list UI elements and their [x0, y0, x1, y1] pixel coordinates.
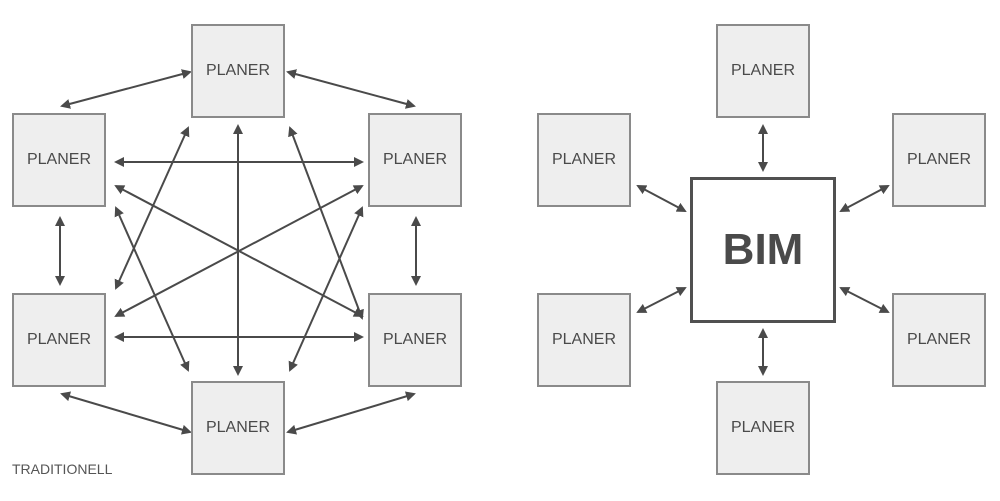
traditional-caption: TRADITIONELL — [12, 461, 113, 477]
bim-node-upper-right: PLANER — [892, 113, 986, 207]
arrow-upperright-lowerleft — [114, 185, 364, 317]
arrow-bim-lowerleft — [636, 287, 687, 313]
arrow-top-upperright — [286, 69, 416, 109]
arrow-lowerright-bottom — [286, 391, 416, 435]
bim-node-lower-right: PLANER — [892, 293, 986, 387]
traditional-node-upper-left: PLANER — [12, 113, 106, 207]
arrow-upperleft-bottom — [114, 206, 190, 372]
traditional-node-lower-right: PLANER — [368, 293, 462, 387]
traditional-arrows — [55, 69, 421, 435]
bim-arrows — [636, 124, 890, 376]
arrow-bim-lowerright — [839, 287, 890, 313]
bim-node-upper-left: PLANER — [537, 113, 631, 207]
arrow-bim-upperleft — [636, 185, 687, 212]
traditional-node-top: PLANER — [191, 24, 285, 118]
arrow-lowerleft-bottom — [60, 391, 192, 435]
bim-node-top: PLANER — [716, 24, 810, 118]
traditional-node-bottom: PLANER — [191, 381, 285, 475]
traditional-node-upper-right: PLANER — [368, 113, 462, 207]
arrow-top-upperleft — [60, 69, 192, 109]
traditional-node-lower-left: PLANER — [12, 293, 106, 387]
bim-hub: BIM — [690, 177, 836, 323]
bim-node-lower-left: PLANER — [537, 293, 631, 387]
arrow-top-lowerleft — [114, 126, 190, 290]
arrow-bim-upperright — [839, 185, 890, 212]
bim-node-bottom: PLANER — [716, 381, 810, 475]
